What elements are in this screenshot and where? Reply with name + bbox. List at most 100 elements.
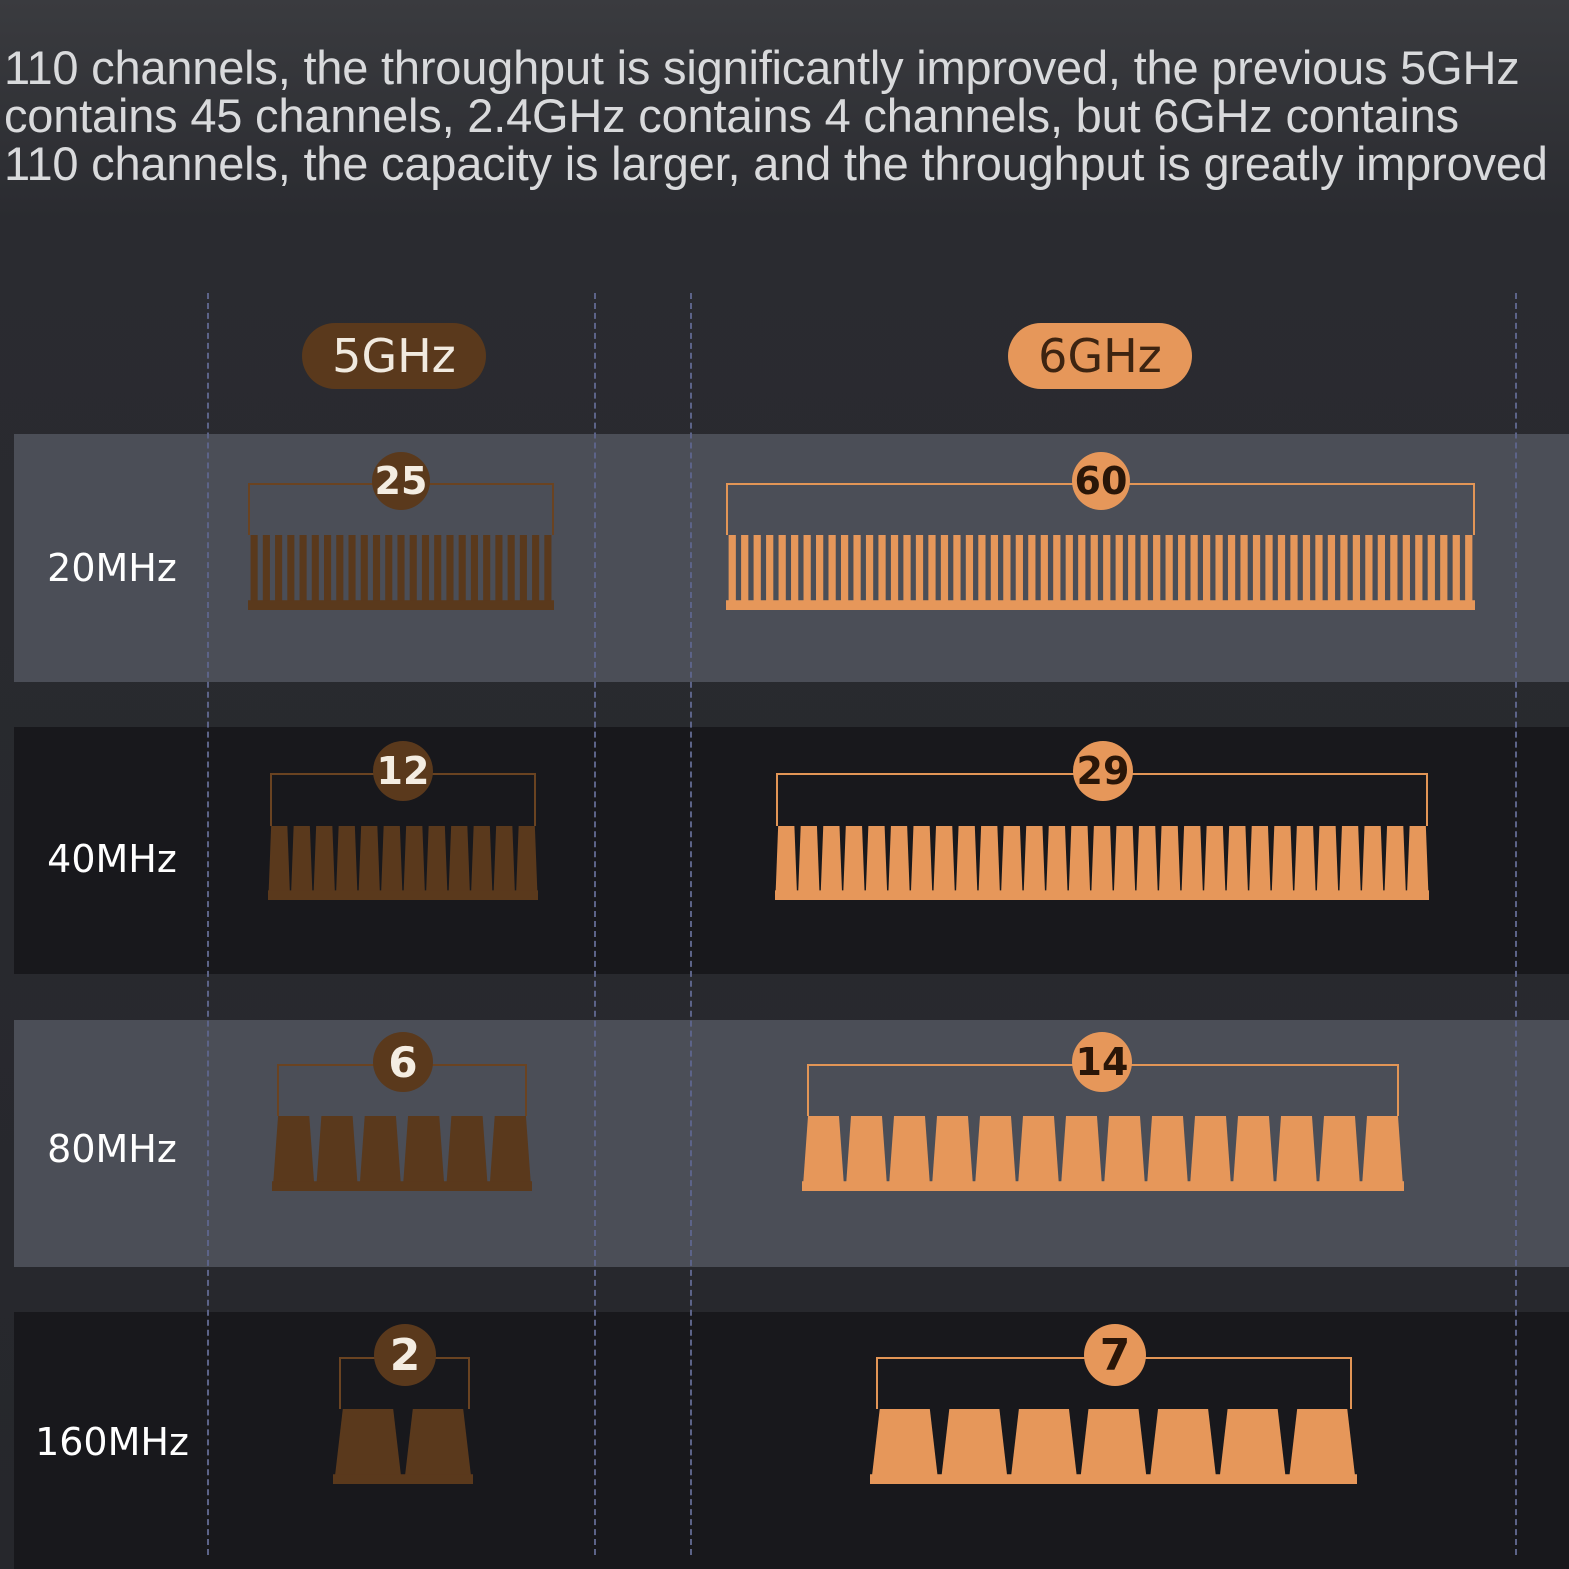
- channel-bar: [1271, 826, 1294, 900]
- channel-bar: [1128, 535, 1136, 610]
- channel-bar: [828, 535, 836, 610]
- channel-bar-base: [268, 890, 538, 900]
- channel-bar: [1215, 535, 1223, 610]
- channel-bar: [421, 535, 430, 610]
- channel-bar: [532, 535, 540, 610]
- channel-bar: [933, 826, 956, 900]
- channel-bar: [888, 826, 910, 900]
- channel-bar: [1068, 826, 1091, 900]
- channel-bar: [915, 535, 924, 610]
- channel-bar: [974, 1116, 1017, 1191]
- channel-bar: [816, 535, 824, 610]
- channel-count-badge-6ghz-80mhz: 14: [1072, 1032, 1132, 1092]
- channel-bar: [385, 535, 393, 610]
- channel-count-badge-5ghz-80mhz: 6: [373, 1032, 433, 1092]
- channel-count-badge-5ghz-40mhz: 12: [373, 741, 433, 801]
- column-divider: [690, 293, 692, 1555]
- channel-bar: [348, 535, 356, 610]
- channel-bar: [402, 1116, 445, 1191]
- channel-bar: [262, 535, 270, 610]
- channel-bar: [250, 535, 258, 610]
- channel-bar: [1065, 535, 1073, 610]
- channel-bar: [1377, 535, 1385, 610]
- channel-bar: [910, 826, 933, 900]
- channel-count-badge-5ghz-20mhz: 25: [372, 452, 430, 510]
- channel-count-badge-6ghz-20mhz: 60: [1072, 452, 1130, 510]
- channel-bar: [446, 535, 454, 610]
- channel-bar: [358, 826, 381, 900]
- channel-bar: [871, 1409, 939, 1484]
- channel-bar: [940, 1409, 1009, 1484]
- channel-bar: [1290, 535, 1298, 610]
- channel-bar: [1327, 535, 1336, 610]
- channel-bar: [791, 535, 799, 610]
- channel-bar: [483, 535, 491, 610]
- channel-bar: [275, 535, 283, 610]
- channel-bar: [311, 535, 319, 610]
- channel-bar: [1113, 826, 1136, 900]
- channel-bar: [1340, 535, 1348, 610]
- channel-bar: [1015, 535, 1023, 610]
- channel-bar: [1140, 535, 1148, 610]
- channel-bar: [1091, 826, 1113, 900]
- row-label-40mhz: 40MHz: [47, 837, 177, 881]
- channel-bar: [372, 535, 381, 610]
- channel-bar: [1165, 535, 1173, 610]
- channel-bar: [1078, 535, 1086, 610]
- channel-bar: [1060, 1116, 1103, 1191]
- channel-bar: [397, 535, 405, 610]
- channel-bar: [519, 535, 527, 610]
- channel-bar: [1318, 1116, 1361, 1191]
- channel-bar: [1017, 1116, 1060, 1191]
- channel-bar: [272, 1116, 315, 1191]
- channel-bar: [940, 535, 949, 610]
- channel-bar: [1053, 535, 1061, 610]
- channel-bar: [878, 535, 886, 610]
- channel-bar: [1103, 535, 1111, 610]
- channel-bar: [1361, 826, 1384, 900]
- channel-bar: [803, 535, 811, 610]
- channel-bar: [1440, 535, 1448, 610]
- channel-bar: [1090, 535, 1098, 610]
- channel-bar: [888, 1116, 931, 1191]
- channel-bar-base: [272, 1181, 532, 1191]
- channel-bar: [1226, 826, 1249, 900]
- channel-bar: [978, 826, 1001, 900]
- channel-bar: [728, 535, 736, 610]
- channel-bar: [1315, 535, 1323, 610]
- channel-bar: [1465, 535, 1473, 610]
- channel-bar: [766, 535, 774, 610]
- channel-bars-svg: [726, 535, 1475, 610]
- channel-count-badge-6ghz-40mhz: 29: [1073, 741, 1133, 801]
- channel-bar: [928, 535, 936, 610]
- channel-bar: [380, 826, 403, 900]
- channel-bar: [1079, 1409, 1148, 1484]
- channel-bar: [842, 826, 865, 900]
- channel-bar: [335, 826, 358, 900]
- row-label-80mhz: 80MHz: [47, 1127, 177, 1171]
- column-divider: [207, 293, 209, 1555]
- channel-bar: [470, 535, 478, 610]
- channel-bar: [1275, 1116, 1318, 1191]
- channel-bar: [434, 535, 442, 610]
- header-6ghz: 6GHz: [1008, 323, 1192, 389]
- channel-bars-svg: [272, 1116, 532, 1191]
- channel-bar-base: [775, 890, 1429, 900]
- channel-count-badge-6ghz-160mhz: 7: [1084, 1324, 1146, 1386]
- channel-bar: [1352, 535, 1361, 610]
- channel-bar: [1288, 1409, 1356, 1484]
- intro-text: 110 channels, the throughput is signific…: [4, 41, 1548, 190]
- channel-count-badge-5ghz-160mhz: 2: [374, 1324, 436, 1386]
- channel-bar: [753, 535, 761, 610]
- channel-bar: [1415, 535, 1423, 610]
- channel-bar: [1045, 826, 1068, 900]
- channel-bar: [334, 1409, 402, 1484]
- channel-bar: [775, 826, 798, 900]
- channel-bars-5ghz-40mhz: [268, 826, 538, 900]
- header-5ghz: 5GHz: [302, 323, 486, 389]
- channel-bar-base: [248, 600, 554, 610]
- channel-bar: [1252, 535, 1261, 610]
- channel-bar: [1136, 826, 1159, 900]
- channel-bar: [1023, 826, 1046, 900]
- channel-bar: [1028, 535, 1036, 610]
